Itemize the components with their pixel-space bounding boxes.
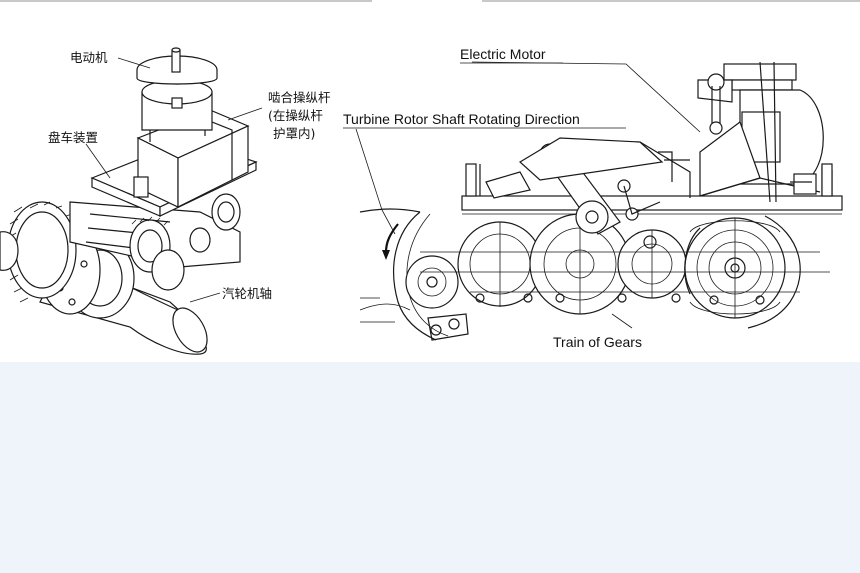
diagram-panel: 电动机 啮合操纵杆 (在操纵杆 护罩内) 盘车装置 汽轮机轴 xyxy=(0,2,860,362)
motor-label: 电动机 xyxy=(70,50,108,65)
lever-guard-drawing xyxy=(133,109,250,208)
rotation-arrow-icon xyxy=(382,250,390,260)
frame-drawing xyxy=(461,163,843,215)
train-of-gears-label: Train of Gears xyxy=(553,334,642,350)
left-labels: 电动机 啮合操纵杆 (在操纵杆 护罩内) 盘车装置 汽轮机轴 xyxy=(48,50,331,301)
motor-drawing xyxy=(136,47,218,142)
turning-gear-illustration xyxy=(0,47,263,355)
large-gear-drawing xyxy=(0,201,78,303)
linkage-drawing xyxy=(485,137,691,249)
gear-train-drawing xyxy=(355,61,843,341)
engagement-lever-label-line3: 护罩内) xyxy=(273,126,315,141)
rotor-direction-label: Turbine Rotor Shaft Rotating Direction xyxy=(343,111,580,127)
bolts-drawing xyxy=(427,293,765,341)
electric-motor-drawing xyxy=(697,61,824,203)
left-leader-lines xyxy=(85,57,263,303)
gear-housing-drawing xyxy=(69,193,241,291)
turbine-shaft-label: 汽轮机轴 xyxy=(222,286,272,301)
turning-gear-label: 盘车装置 xyxy=(48,130,98,145)
electric-motor-label: Electric Motor xyxy=(460,46,546,62)
diagram-canvas: 电动机 啮合操纵杆 (在操纵杆 护罩内) 盘车装置 汽轮机轴 xyxy=(0,46,843,355)
top-border-highlight xyxy=(372,0,482,2)
gear-circles xyxy=(405,213,830,329)
engagement-lever-label-line1: 啮合操纵杆 xyxy=(268,90,331,105)
right-labels: Electric Motor Turbine Rotor Shaft Rotat… xyxy=(343,46,642,350)
engagement-lever-label-line2: (在操纵杆 xyxy=(268,108,323,123)
